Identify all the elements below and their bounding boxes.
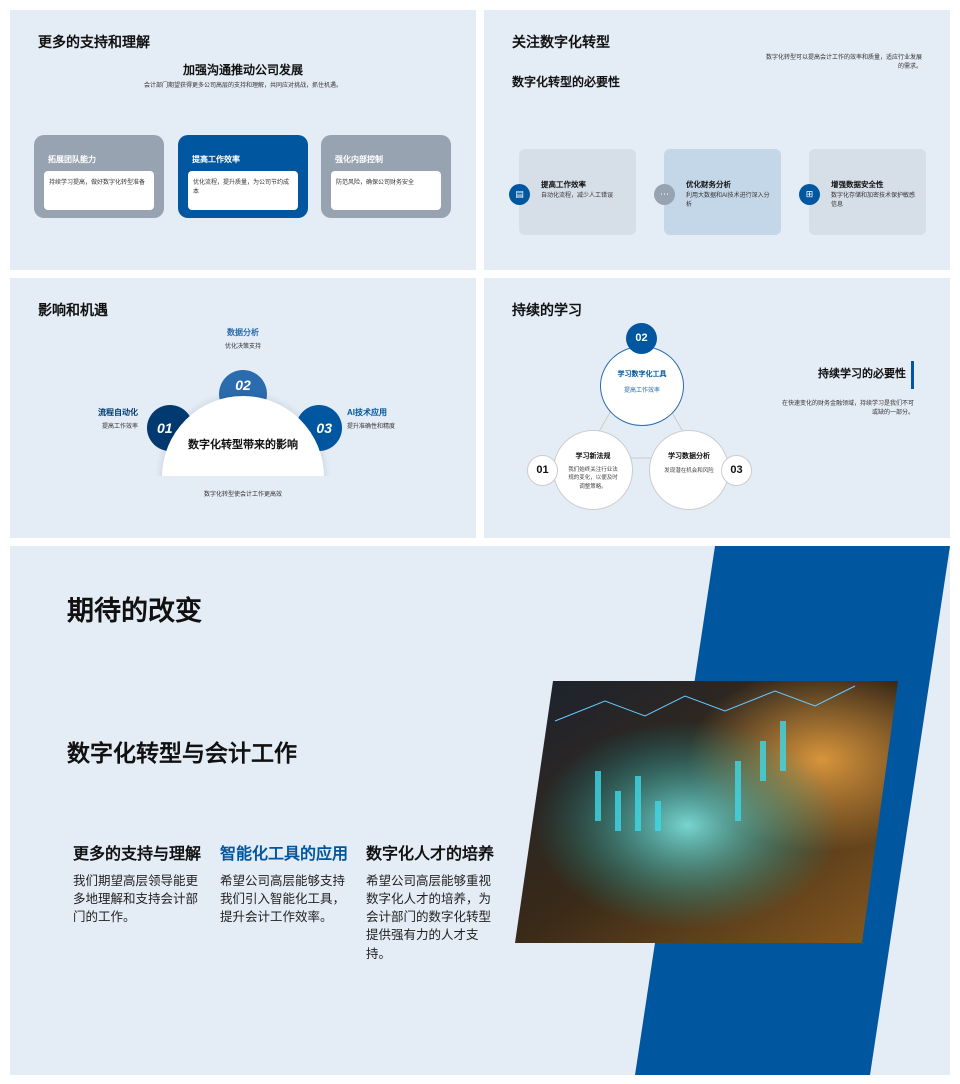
- card-analysis: ⋯ 优化财务分析利用大数据和AI技术进行深入分析: [654, 149, 781, 235]
- card-text: 防范风险，确保公司财务安全: [331, 171, 441, 210]
- column-title: 数字化人才的培养: [366, 846, 495, 863]
- item-title: 流程自动化: [98, 408, 138, 417]
- column-title: 更多的支持与理解: [73, 846, 202, 863]
- slide-title: 更多的支持和理解: [38, 34, 150, 50]
- slide-expected-change: 期待的改变 数字化转型与会计工作 更多的支持与理解我们期望高层领导能更多地理解和…: [10, 546, 950, 1075]
- card-title: 拓展团队能力: [48, 155, 96, 164]
- note: 数字化转型可以提高会计工作的效率和质量，适应行业发展的需求。: [765, 55, 922, 70]
- column-text: 希望公司高层能够重视数字化人才的培养，为会计部门的数字化转型提供强有力的人才支持…: [366, 874, 492, 961]
- document-icon: ▤: [509, 184, 530, 205]
- card-title: 提高工作效率: [541, 180, 586, 189]
- column-talent: 数字化人才的培养希望公司高层能够重视数字化人才的培养，为会计部门的数字化转型提供…: [366, 840, 501, 963]
- card-efficiency: ▤ 提高工作效率自动化流程，减少人工错误: [509, 149, 636, 235]
- number-badge: 03: [721, 455, 752, 486]
- item-title: 学习数据分析: [668, 453, 710, 460]
- slide-digital: 关注数字化转型 数字化转型的必要性 数字化转型可以提高会计工作的效率和质量，适应…: [484, 10, 950, 270]
- item-title: 学习新法规: [575, 453, 611, 460]
- item-text: 提高工作效率: [623, 388, 660, 394]
- slide-support: 更多的支持和理解 加强沟通推动公司发展 会计部门期望获得更多公司高层的支持和理解…: [10, 10, 476, 270]
- column-text: 我们期望高层领导能更多地理解和支持会计部门的工作。: [73, 874, 199, 925]
- item-title: AI技术应用: [347, 408, 387, 417]
- card-efficiency: 提高工作效率优化流程，提升质量，为公司节约成本: [178, 135, 308, 218]
- item-title: 数据分析: [227, 328, 259, 337]
- slide-impact: 影响和机遇 数据分析 优化决策支持 流程自动化 提高工作效率 AI技术应用 提升…: [10, 278, 476, 538]
- heading: 数字化转型的必要性: [512, 75, 621, 89]
- semicircle-mask: [150, 476, 336, 538]
- item-text: 发现潜在机会和风险: [664, 468, 714, 474]
- card-team: 拓展团队能力持续学习提高，做好数字化转型准备: [34, 135, 164, 218]
- item-text: 提升准确性和精度: [347, 424, 396, 430]
- accent-bar: [911, 361, 914, 389]
- card-security: ⊞ 增强数据安全性数字化存储和加密技术保护敏感信息: [799, 149, 926, 235]
- column-tools: 智能化工具的应用希望公司高层能够支持我们引入智能化工具，提升会计工作效率。: [220, 840, 355, 926]
- card-text: 自动化流程，减少人工错误: [541, 193, 614, 199]
- circle-tools: 学习数字化工具提高工作效率: [600, 346, 684, 426]
- heading: 持续学习的必要性: [818, 368, 906, 380]
- card-text: 数字化存储和加密技术保护敏感信息: [831, 193, 916, 208]
- column-text: 希望公司高层能够支持我们引入智能化工具，提升会计工作效率。: [220, 874, 346, 925]
- card-title: 强化内部控制: [335, 155, 383, 164]
- slide-title: 影响和机遇: [38, 302, 108, 318]
- finance-image: [515, 681, 898, 943]
- card-control: 强化内部控制防范风险，确保公司财务安全: [321, 135, 451, 218]
- card-title: 增强数据安全性: [831, 180, 884, 189]
- circle-data-analysis: 学习数据分析发现潜在机会和风险: [649, 430, 729, 510]
- item-text: 我们始终关注行业法规的变化，以便及时调整策略。: [568, 467, 618, 490]
- circle-regulations: 学习新法规我们始终关注行业法规的变化，以便及时调整策略。: [553, 430, 633, 510]
- note: 在快速变化的财务金融领域，持续学习是我们不可或缺的一部分。: [781, 401, 914, 416]
- item-title: 学习数字化工具: [617, 371, 667, 378]
- card-text: 利用大数据和AI技术进行深入分析: [686, 193, 770, 208]
- slide-learning: 持续的学习 学习数字化工具提高工作效率 02 学习新法规我们始终关注行业法规的变…: [484, 278, 950, 538]
- center-title: 数字化转型带来的影响: [188, 439, 298, 451]
- slide-title: 期待的改变: [67, 596, 202, 626]
- column-title: 智能化工具的应用: [220, 846, 349, 863]
- card-text: 优化流程，提升质量，为公司节约成本: [188, 171, 298, 210]
- card-text: 持续学习提高，做好数字化转型准备: [44, 171, 154, 210]
- slide-title: 关注数字化转型: [512, 34, 610, 50]
- network-icon: ⊞: [799, 184, 820, 205]
- item-text: 优化决策支持: [224, 344, 261, 350]
- heading: 数字化转型与会计工作: [67, 740, 297, 766]
- column-support: 更多的支持与理解我们期望高层领导能更多地理解和支持会计部门的工作。: [73, 840, 208, 926]
- subtitle: 会计部门期望获得更多公司高层的支持和理解，共同应对挑战，抓住机遇。: [143, 83, 342, 89]
- card-title: 优化财务分析: [686, 180, 731, 189]
- slide-title: 持续的学习: [512, 302, 582, 318]
- number-badge: 01: [527, 455, 558, 486]
- chat-icon: ⋯: [654, 184, 675, 205]
- caption: 数字化转型使会计工作更高效: [203, 492, 282, 498]
- card-title: 提高工作效率: [192, 155, 240, 164]
- item-text: 提高工作效率: [101, 424, 138, 430]
- heading: 加强沟通推动公司发展: [182, 63, 303, 77]
- number-badge: 02: [626, 323, 657, 354]
